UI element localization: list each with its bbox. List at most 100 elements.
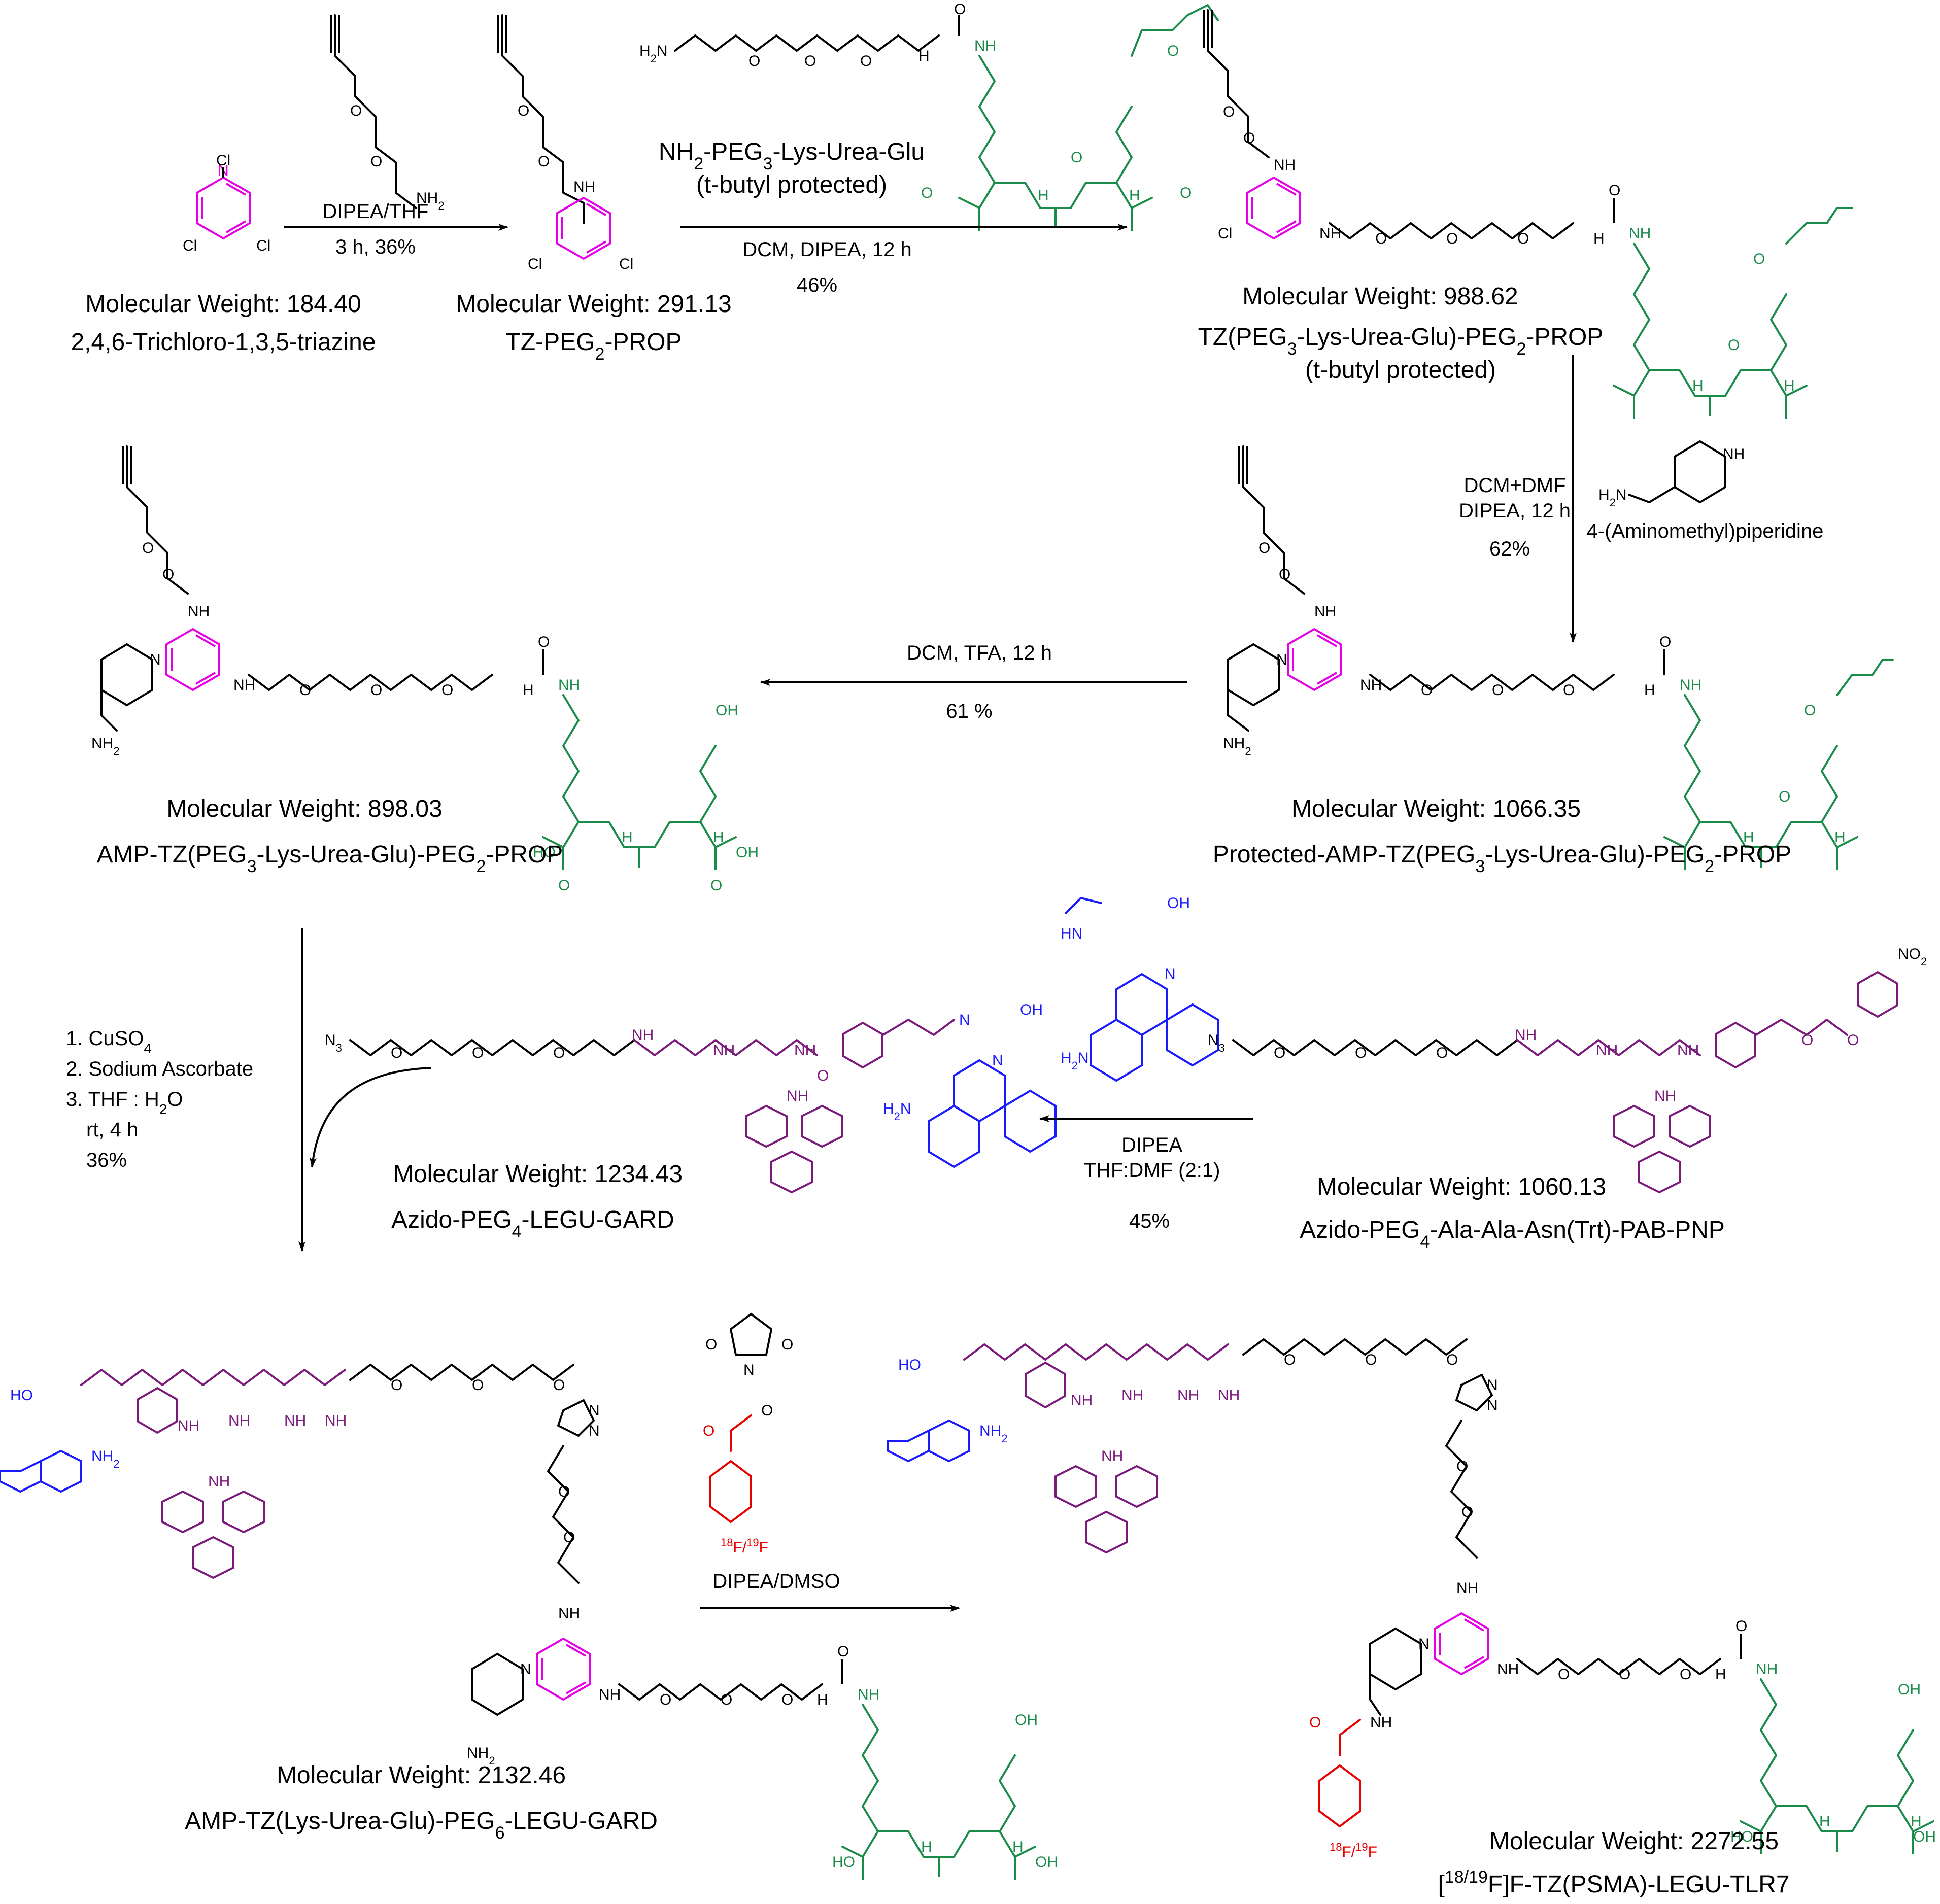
reagent-gard: HN H2N OH N	[1061, 895, 1219, 1082]
atom-ho: HO	[898, 1357, 921, 1373]
compound-mw: Molecular Weight: 988.62	[1242, 283, 1518, 310]
atom-o: O	[1847, 1032, 1859, 1049]
atom-o: O	[817, 1067, 829, 1084]
atom-oh: OH	[1035, 1854, 1058, 1871]
atom-o: O	[1071, 149, 1082, 166]
compound-name: AMP-TZ(PEG3-Lys-Urea-Glu)-PEG2-PROP	[97, 841, 563, 876]
atom-o: O	[710, 877, 722, 894]
atom-nh: NH	[1456, 1580, 1478, 1597]
atom-nh: NH	[208, 1473, 230, 1490]
condition-step6-l5: 36%	[86, 1149, 127, 1171]
atom-h2n: H2N	[639, 43, 668, 65]
atom-o: O	[1456, 1458, 1468, 1475]
atom-oh: OH	[716, 702, 738, 719]
atom-nh: NH	[974, 38, 996, 54]
reagent-note: (t-butyl protected)	[696, 171, 887, 198]
atom-fluorine: 18F/19F	[721, 1536, 768, 1556]
condition-step5-bottom: 45%	[1129, 1210, 1170, 1232]
atom-o: O	[162, 566, 174, 583]
atom-nh: NH	[1723, 446, 1745, 463]
reagent-name: NH2-PEG3-Lys-Urea-Glu	[659, 139, 925, 174]
atom-h-stereo: H	[1012, 1839, 1024, 1855]
atom-h-stereo: H	[1038, 187, 1049, 204]
compound-mw: Molecular Weight: 898.03	[166, 795, 442, 822]
atom-nh: NH	[1101, 1448, 1123, 1465]
atom-o: O	[1274, 1045, 1285, 1061]
atom-o: O	[350, 102, 362, 119]
atom-ho: HO	[1730, 1828, 1753, 1845]
atom-o: O	[1421, 682, 1433, 699]
condition-step7: DIPEA/DMSO	[712, 1570, 840, 1593]
atom-o: O	[1279, 566, 1290, 583]
condition-step6-l4: rt, 4 h	[86, 1119, 138, 1141]
atom-o: O	[538, 153, 550, 170]
atom-cl: Cl	[528, 256, 542, 272]
atom-h: H	[523, 682, 534, 699]
atom-nh: NH	[1360, 677, 1382, 694]
atom-h-stereo: H	[1834, 829, 1846, 846]
reagent-propargyl-peg-amine: O O NH2	[330, 14, 445, 212]
compound-name: TZ-PEG2-PROP	[506, 329, 682, 364]
atom-nh2: NH2	[91, 735, 120, 757]
compound-azido-peg4-legu-gard: N3 O O O NH NH NH N NH O H2N N OH Molecu…	[325, 1001, 1057, 1241]
atom-o: O	[954, 1, 966, 18]
atom-o: O	[781, 1691, 793, 1708]
condition-step3-l1: DCM+DMF	[1463, 474, 1565, 497]
atom-o: O	[1801, 1032, 1813, 1049]
atom-o: O	[553, 1377, 565, 1394]
atom-o: O	[1804, 702, 1816, 719]
atom-o: O	[1735, 1618, 1747, 1635]
atom-o: O	[518, 102, 529, 119]
atom-o: O	[1517, 230, 1529, 247]
atom-nh2: NH2	[416, 190, 445, 212]
atom-n: N	[520, 1661, 531, 1678]
compound-mw: Molecular Weight: 2132.46	[277, 1762, 566, 1789]
atom-n3: N3	[325, 1032, 342, 1054]
atom-o: O	[538, 634, 550, 650]
atom-nh: NH	[1121, 1387, 1143, 1404]
atom-o: O	[761, 1402, 773, 1419]
compound-name: Protected-AMP-TZ(PEG3-Lys-Urea-Glu)-PEG2…	[1213, 841, 1791, 876]
atom-nh: NH	[1319, 225, 1341, 242]
atom-o: O	[804, 53, 816, 70]
atom-nh: NH	[188, 603, 210, 620]
compound-mw: Molecular Weight: 2272.55	[1489, 1828, 1779, 1855]
reagent-peg3-lys-urea-glu: H2N O O O H O NH H O H O O O NH2-PEG3-Ly…	[639, 1, 1219, 232]
atom-oh: OH	[1015, 1712, 1038, 1728]
atom-nh: NH	[1629, 225, 1651, 242]
curved-arrow	[309, 1067, 432, 1168]
atom-o: O	[1680, 1666, 1691, 1683]
atom-nh: NH	[1497, 1661, 1519, 1678]
compound-mw: Molecular Weight: 184.40	[85, 291, 361, 318]
atom-h2n: H2N	[883, 1100, 911, 1123]
atom-nh: NH	[1274, 157, 1296, 174]
atom-fluorine: 18F/19F	[1330, 1841, 1377, 1861]
atom-o: O	[660, 1691, 671, 1708]
atom-o: O	[1659, 634, 1671, 650]
atom-o: O	[1258, 540, 1270, 557]
atom-n: N	[959, 1012, 970, 1028]
atom-o: O	[1728, 337, 1740, 354]
atom-h-stereo: H	[713, 829, 724, 846]
compound-name: TZ(PEG3-Lys-Urea-Glu)-PEG2-PROP	[1198, 324, 1604, 359]
atom-o: O	[748, 53, 760, 70]
reagent-aminomethylpiperidine: NH H2N 4-(Aminomethyl)piperidine	[1587, 440, 1824, 542]
atom-n: N	[589, 1402, 600, 1419]
atom-o: O	[1753, 251, 1765, 267]
condition-step1-bottom: 3 h, 36%	[335, 236, 416, 258]
condition-step1-top: DIPEA/THF	[323, 200, 429, 223]
atom-nh: NH	[1680, 677, 1701, 694]
atom-o: O	[1167, 43, 1179, 59]
atom-o: O	[1563, 682, 1575, 699]
atom-nh: NH	[632, 1027, 654, 1044]
reagent-name: 4-(Aminomethyl)piperidine	[1587, 520, 1824, 542]
atom-o: O	[553, 1045, 565, 1061]
atom-o: O	[558, 1483, 570, 1500]
atom-oh: OH	[736, 844, 759, 861]
atom-nh2: NH2	[91, 1448, 120, 1470]
atom-o: O	[781, 1336, 793, 1353]
atom-h: H	[918, 48, 930, 64]
condition-step6-l3: 3. THF : H2O	[66, 1088, 183, 1117]
condition-step5-top: DIPEA	[1121, 1134, 1182, 1156]
atom-nh: NH	[233, 677, 255, 694]
